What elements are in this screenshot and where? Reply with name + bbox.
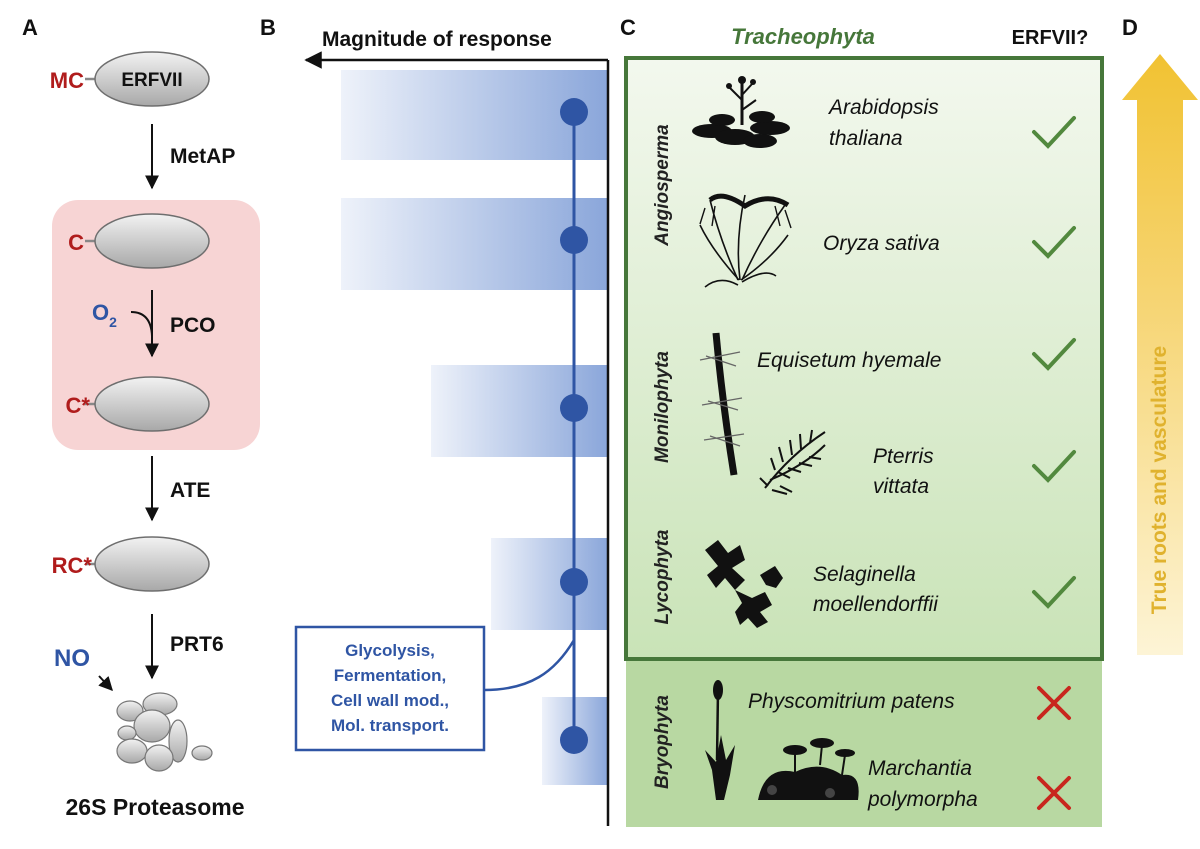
response-dot [560, 568, 588, 596]
enzyme-pco: PCO [170, 314, 216, 337]
response-dot [560, 726, 588, 754]
gold-evolution-arrow [1122, 54, 1198, 655]
group-monilophyta: Monilophyta [652, 351, 673, 463]
callout-line-3: Cell wall mod., [331, 691, 449, 710]
species-selaginella-line1: Selaginella [813, 563, 916, 586]
species-arabidopsis-line2: thaliana [829, 127, 903, 150]
panel-letter-a: A [22, 15, 38, 40]
species-pterris-line1: Pterris [873, 445, 934, 468]
protein-oval-c [94, 213, 210, 269]
erfvii-marks [1032, 116, 1076, 810]
callout-connector [483, 639, 576, 692]
enzyme-metap: MetAP [170, 145, 235, 168]
pterris-silhouette [759, 429, 826, 495]
panel-d: D True roots and vasculature [1122, 15, 1198, 655]
tracheophyta-header: Tracheophyta [731, 24, 875, 49]
cross-icon [1037, 776, 1071, 810]
proteasome-label: 26S Proteasome [66, 794, 245, 820]
oxygen-label: O2 [92, 300, 117, 330]
proteasome-fragments [116, 692, 213, 772]
nitric-oxide-label: NO [54, 645, 90, 672]
panel-b: B Magnitude of response Glycolysis, Ferm… [260, 15, 610, 826]
response-dot [560, 226, 588, 254]
no-arrow [98, 675, 113, 692]
erfvii-label: ERFVII [121, 70, 182, 91]
panel-letter-d: D [1122, 15, 1138, 40]
group-lycophyta: Lycophyta [652, 529, 673, 624]
panel-c: C Tracheophyta ERFVII? Angiosperma Monil… [620, 15, 1104, 827]
checkmark-icon [1032, 576, 1076, 609]
response-dot [560, 394, 588, 422]
selaginella-silhouette [705, 540, 783, 628]
marchantia-silhouette [758, 738, 859, 800]
species-arabidopsis-line1: Arabidopsis [827, 96, 939, 119]
erfvii-protein-oval [94, 51, 210, 107]
checkmark-icon [1032, 226, 1076, 259]
protein-oval-rc [94, 536, 210, 592]
species-selaginella-line2: moellendorffii [813, 593, 939, 616]
protein-oval-c-oxidized [94, 376, 210, 432]
group-bryophyta: Bryophyta [652, 695, 673, 789]
physcomitrium-silhouette [705, 680, 735, 800]
panel-a: A ERFVII MC MetAP C O2 PCO C* ATE RC* PR… [22, 15, 260, 820]
callout-box [294, 625, 486, 752]
magnitude-axis-title: Magnitude of response [322, 28, 552, 51]
group-angiosperma: Angiosperma [652, 124, 673, 247]
bryophyta-box [626, 657, 1102, 827]
cross-icon [1037, 686, 1071, 720]
true-roots-label: True roots and vasculature [1148, 346, 1171, 614]
species-oryza: Oryza sativa [823, 232, 940, 255]
n-terminus-c: C [68, 230, 84, 255]
enzyme-prt6: PRT6 [170, 633, 224, 656]
response-dots [560, 98, 588, 754]
species-physcomitrium: Physcomitrium patens [748, 690, 955, 713]
species-pterris-line2: vittata [873, 475, 929, 498]
n-terminus-mc: MC [50, 68, 84, 93]
panel-letter-b: B [260, 15, 276, 40]
enzyme-ate: ATE [170, 479, 210, 502]
n-terminus-rc-star: RC* [52, 553, 93, 578]
arabidopsis-silhouette [692, 76, 790, 148]
species-marchantia-line1: Marchantia [868, 757, 972, 780]
callout-line-1: Glycolysis, [345, 641, 435, 660]
equisetum-silhouette [699, 332, 745, 476]
response-dot [560, 98, 588, 126]
oryza-silhouette [699, 193, 792, 288]
checkmark-icon [1032, 116, 1076, 149]
response-bar [491, 538, 608, 630]
pco-box [52, 200, 260, 450]
n-terminus-c-star: C* [66, 393, 91, 418]
panel-letter-c: C [620, 15, 636, 40]
callout-line-4: Mol. transport. [331, 716, 449, 735]
oxygen-curve [130, 311, 153, 337]
erfvii-column-header: ERFVII? [1012, 27, 1089, 49]
checkmark-icon [1032, 338, 1076, 371]
callout-line-2: Fermentation, [334, 666, 446, 685]
checkmark-icon [1032, 450, 1076, 483]
species-equisetum: Equisetum hyemale [757, 349, 941, 372]
species-marchantia-line2: polymorpha [867, 788, 978, 811]
